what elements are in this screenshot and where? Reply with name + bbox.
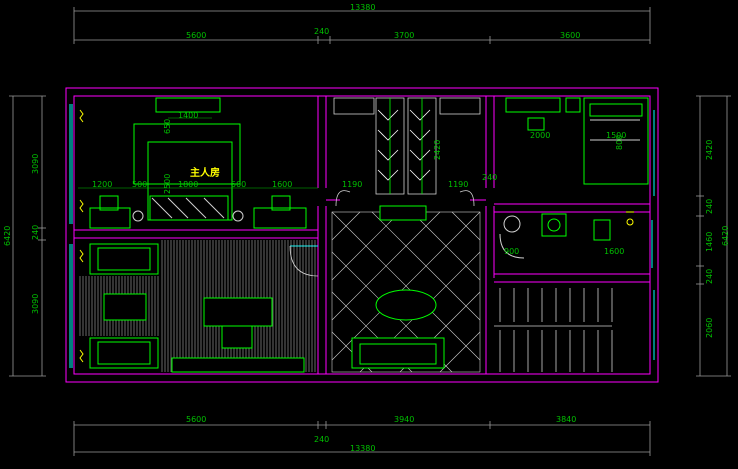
dim-bottom-3940: 3940	[394, 415, 414, 424]
dim-right-240a: 240	[705, 199, 714, 214]
bottom-dimensions	[73, 421, 651, 456]
closets	[333, 97, 481, 195]
dim-2000: 2000	[530, 131, 550, 140]
dim-right-overall: 6420	[721, 226, 730, 246]
dim-500b: 500	[231, 180, 246, 189]
dim-1200: 1200	[92, 180, 112, 189]
left-dimensions	[9, 95, 46, 377]
dim-left-3090-top: 3090	[31, 154, 40, 174]
right-dimensions	[696, 95, 731, 377]
top-dimensions	[73, 7, 651, 44]
dim-1500: 1500	[606, 131, 626, 140]
living-furniture	[89, 243, 305, 373]
room-label-master-bedroom: 主人房	[190, 166, 220, 179]
dim-1600b: 1600	[604, 247, 624, 256]
dim-1190a: 1190	[342, 180, 362, 189]
dim-bottom-5600: 5600	[186, 415, 206, 424]
dim-800: 800	[615, 135, 624, 150]
dim-bottom-overall: 13380	[350, 444, 375, 453]
dim-900: 900	[504, 247, 519, 256]
dim-left-overall: 6420	[3, 226, 12, 246]
dim-right-240b: 240	[705, 269, 714, 284]
center-doors	[289, 190, 475, 277]
windows	[69, 104, 655, 368]
dim-500a: 500	[132, 180, 147, 189]
dim-bottom-3840: 3840	[556, 415, 576, 424]
second-bedroom	[505, 97, 649, 185]
dim-left-240: 240	[31, 225, 40, 240]
dim-bottom-240: 240	[314, 435, 329, 444]
dim-650: 650	[163, 119, 172, 134]
center-furniture	[351, 205, 445, 369]
staircase	[494, 288, 613, 372]
dim-top-3600: 3600	[560, 31, 580, 40]
dim-2500: 2500	[163, 174, 172, 194]
plant-icons	[79, 109, 84, 363]
dim-left-3090-bottom: 3090	[31, 294, 40, 314]
dim-right-2060: 2060	[705, 318, 714, 338]
dim-top-240: 240	[314, 27, 329, 36]
dim-1600a: 1600	[272, 180, 292, 189]
dim-1800: 1800	[178, 180, 198, 189]
dim-top-overall: 13380	[350, 3, 375, 12]
dim-2420-center: 2420	[433, 140, 442, 160]
dim-top-5600: 5600	[186, 31, 206, 40]
bathroom	[499, 211, 634, 259]
dim-240-center: 240	[482, 173, 497, 182]
walls	[65, 87, 659, 383]
master-bedroom	[89, 97, 307, 229]
dim-1190b: 1190	[448, 180, 468, 189]
dim-top-3700: 3700	[394, 31, 414, 40]
dim-right-2420: 2420	[705, 140, 714, 160]
dim-right-1460: 1460	[705, 232, 714, 252]
dim-1400: 1400	[178, 111, 198, 120]
bedroom-dims	[78, 117, 318, 189]
